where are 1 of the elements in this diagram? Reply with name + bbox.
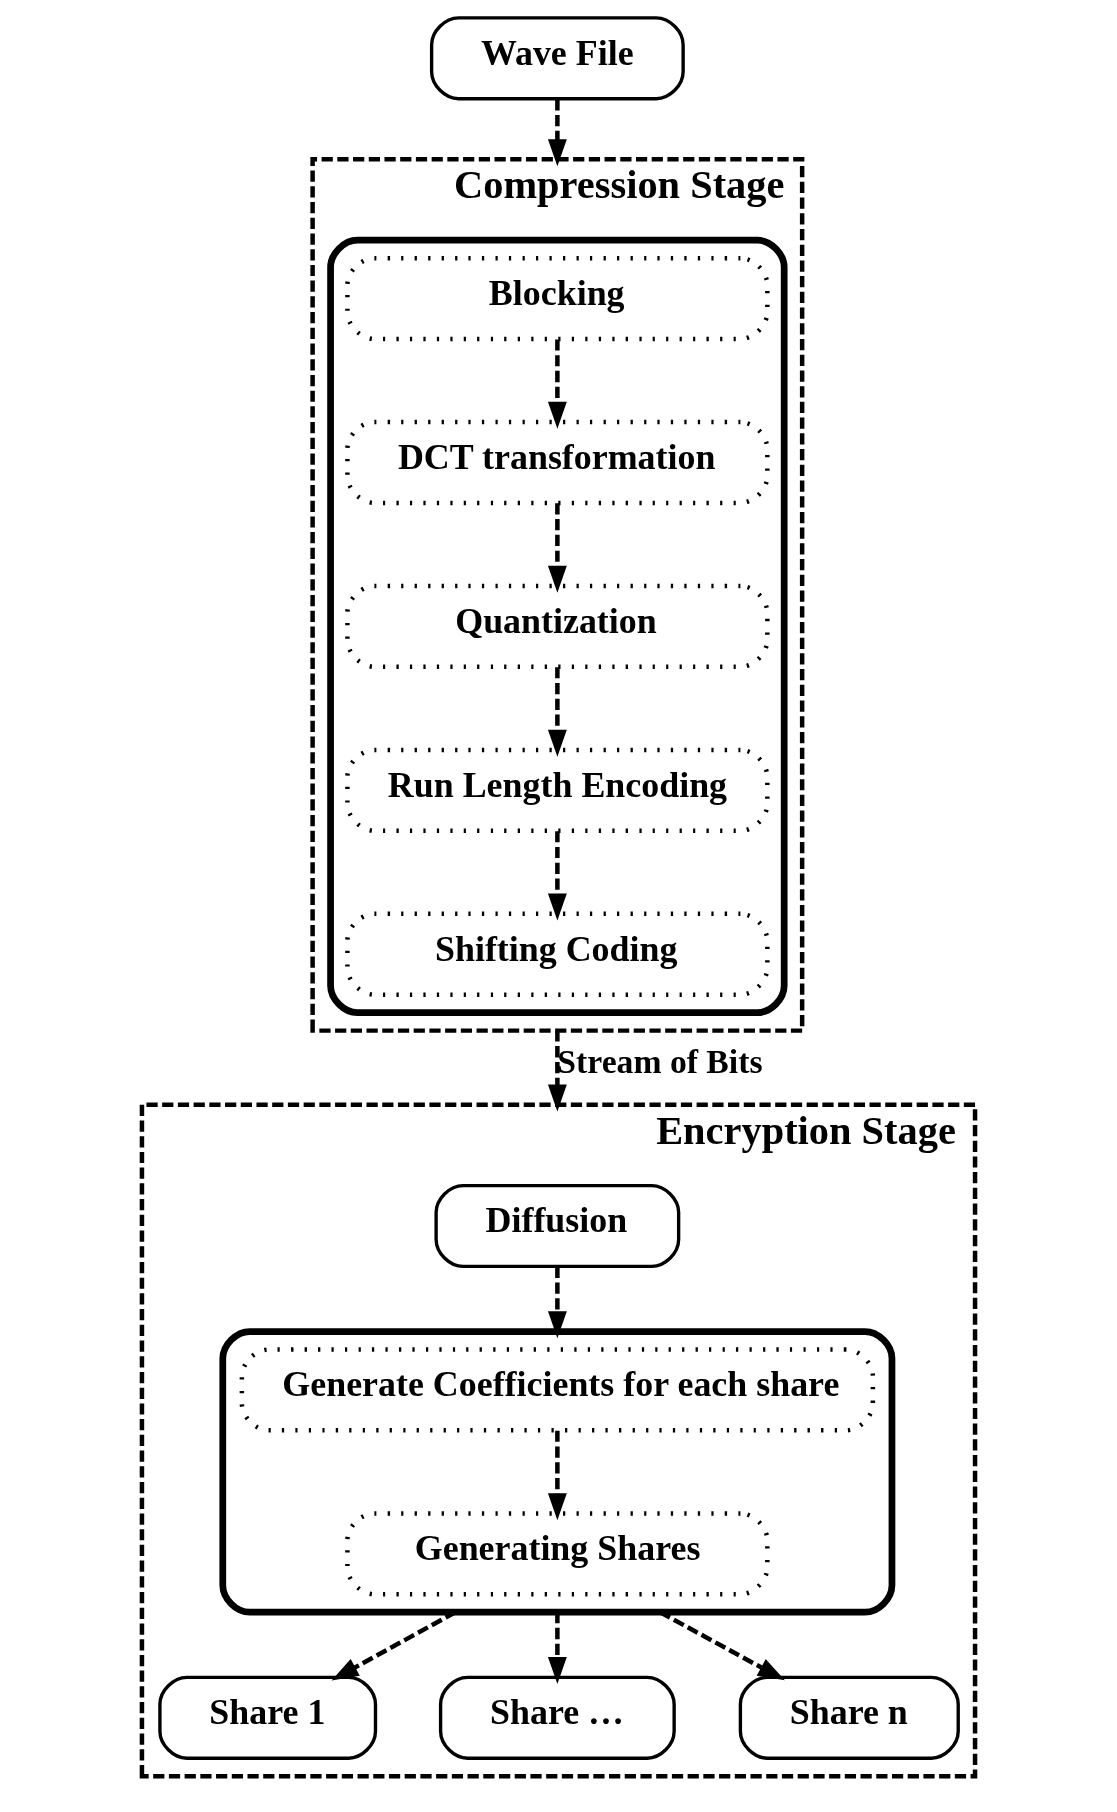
edge-label: Stream of Bits [557, 1043, 763, 1081]
